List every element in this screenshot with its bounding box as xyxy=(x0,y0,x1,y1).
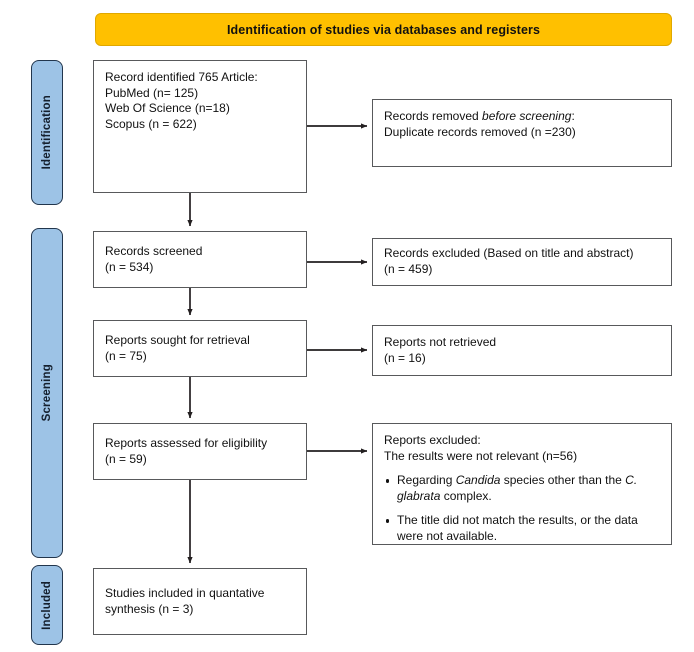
box-records-removed: Records removed before screening: Duplic… xyxy=(372,99,672,167)
phase-tab-identification-label: Identification xyxy=(41,95,53,170)
box-records-screened: Records screened(n = 534) xyxy=(93,231,307,288)
phase-tab-screening: Screening xyxy=(31,228,63,558)
phase-tab-included: Included xyxy=(31,565,63,645)
exclusion-reason-item: The title did not match the results, or … xyxy=(384,513,661,544)
box-reports-sought-text: Reports sought for retrieval(n = 75) xyxy=(105,332,250,363)
diagram-banner: Identification of studies via databases … xyxy=(95,13,672,46)
banner-title: Identification of studies via databases … xyxy=(226,22,541,37)
box-reports-not-retrieved-text: Reports not retrieved(n = 16) xyxy=(384,334,497,365)
box-reports-sought: Reports sought for retrieval(n = 75) xyxy=(93,320,307,377)
phase-tab-screening-label: Screening xyxy=(41,364,53,422)
box-reports-assessed: Reports assessed for eligibility(n = 59) xyxy=(93,423,307,480)
box-reports-excluded-detail-heading: Reports excluded:The results were not re… xyxy=(384,433,578,463)
phase-tab-identification: Identification xyxy=(31,60,63,205)
exclusion-reason-list: Regarding Candida species other than the… xyxy=(384,473,661,544)
box-reports-not-retrieved: Reports not retrieved(n = 16) xyxy=(372,325,672,376)
box-reports-assessed-text: Reports assessed for eligibility(n = 59) xyxy=(105,435,268,466)
phase-tab-included-label: Included xyxy=(41,580,53,630)
box-reports-excluded-detail: Reports excluded:The results were not re… xyxy=(372,423,672,545)
box-records-removed-text: Records removed before screening: Duplic… xyxy=(384,109,576,139)
box-records-screened-text: Records screened(n = 534) xyxy=(105,243,203,274)
box-records-excluded: Records excluded (Based on title and abs… xyxy=(372,238,672,286)
exclusion-reason-item: Regarding Candida species other than the… xyxy=(384,473,661,504)
box-records-identified-text: Record identified 765 Article:PubMed (n=… xyxy=(105,70,258,131)
box-records-excluded-text: Records excluded (Based on title and abs… xyxy=(384,246,634,276)
box-records-identified: Record identified 765 Article:PubMed (n=… xyxy=(93,60,307,193)
